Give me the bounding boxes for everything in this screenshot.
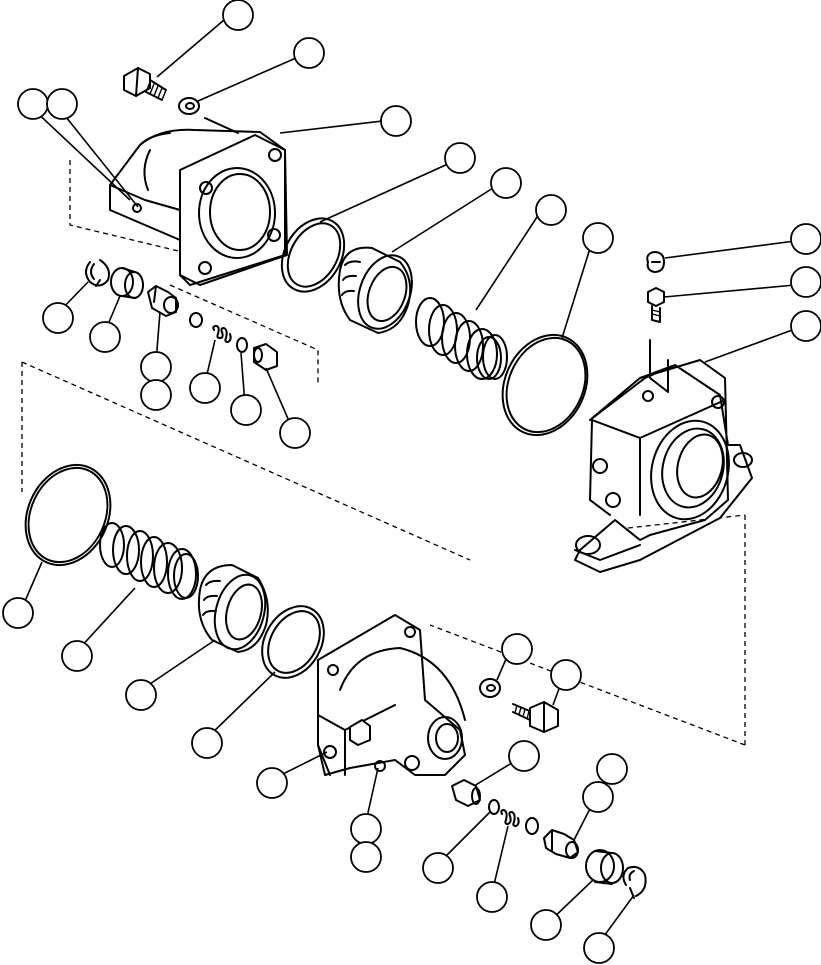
washer-lower <box>479 678 501 698</box>
cover-housing-lower <box>317 614 466 776</box>
large-o-ring-lower <box>24 463 112 567</box>
callout-bubble <box>46 88 78 120</box>
cover-housing-upper <box>109 117 288 286</box>
snap-ring-lower <box>622 865 647 899</box>
callout-bubble <box>790 266 821 298</box>
callout-bubble <box>380 105 412 137</box>
plug-upper <box>147 285 179 317</box>
bushing-upper <box>110 267 144 299</box>
callout-bubble <box>582 222 614 254</box>
callout-bubble <box>125 679 157 711</box>
assembly-guide-lines <box>21 160 746 746</box>
callout-bubble <box>596 753 628 785</box>
callout-bubble <box>61 640 93 672</box>
callout-bubble <box>230 394 262 426</box>
check-ball-lower <box>488 799 500 815</box>
check-ball-lower-2 <box>525 817 539 835</box>
callout-bubble <box>191 727 223 759</box>
grease-cap <box>646 251 665 273</box>
check-seat-lower <box>451 779 481 807</box>
bolt-upper <box>123 67 167 101</box>
callout-bubble <box>189 372 221 404</box>
callout-bubble <box>790 310 821 342</box>
callout-bubble <box>550 659 582 691</box>
bolt-lower <box>512 701 559 733</box>
piston-lower <box>197 564 269 653</box>
bushing-lower <box>585 849 624 885</box>
callout-bubble <box>2 597 34 629</box>
piston-upper <box>337 246 413 334</box>
spring-upper <box>415 297 508 380</box>
check-seat-upper <box>236 337 248 353</box>
large-o-ring-upper <box>501 333 589 437</box>
snap-ring-upper <box>85 259 110 287</box>
callout-bubble <box>476 881 508 913</box>
o-ring-lower <box>261 605 325 679</box>
callout-bubble <box>140 351 172 383</box>
check-spring-upper <box>212 325 232 343</box>
callout-bubble <box>501 633 533 665</box>
callout-bubble <box>89 321 121 353</box>
callout-bubble <box>350 841 382 873</box>
callout-bubble <box>490 167 522 199</box>
mount-bracket-housing <box>574 339 753 573</box>
callout-bubble <box>350 813 382 845</box>
callout-bubble <box>508 740 540 772</box>
callout-bubble <box>293 37 325 69</box>
callout-bubble <box>583 932 615 964</box>
callout-bubble <box>279 417 311 449</box>
callout-bubble <box>17 88 49 120</box>
callout-bubble <box>790 223 821 255</box>
washer-upper <box>178 97 200 115</box>
callout-bubble <box>535 194 567 226</box>
callout-bubble <box>530 909 562 941</box>
spring-lower <box>99 522 199 600</box>
grease-fitting <box>647 287 665 323</box>
callout-bubble <box>256 767 288 799</box>
callout-bubble <box>444 142 476 174</box>
check-ball-upper <box>189 312 203 328</box>
plug-lower <box>543 829 579 859</box>
callout-bubble <box>42 302 74 334</box>
callout-bubble <box>422 852 454 884</box>
o-ring-upper <box>280 217 346 293</box>
check-valve-upper <box>253 343 278 371</box>
check-spring-lower <box>500 809 520 827</box>
callout-bubble <box>582 781 614 813</box>
callout-bubble <box>222 0 254 31</box>
callout-bubble <box>140 379 172 411</box>
